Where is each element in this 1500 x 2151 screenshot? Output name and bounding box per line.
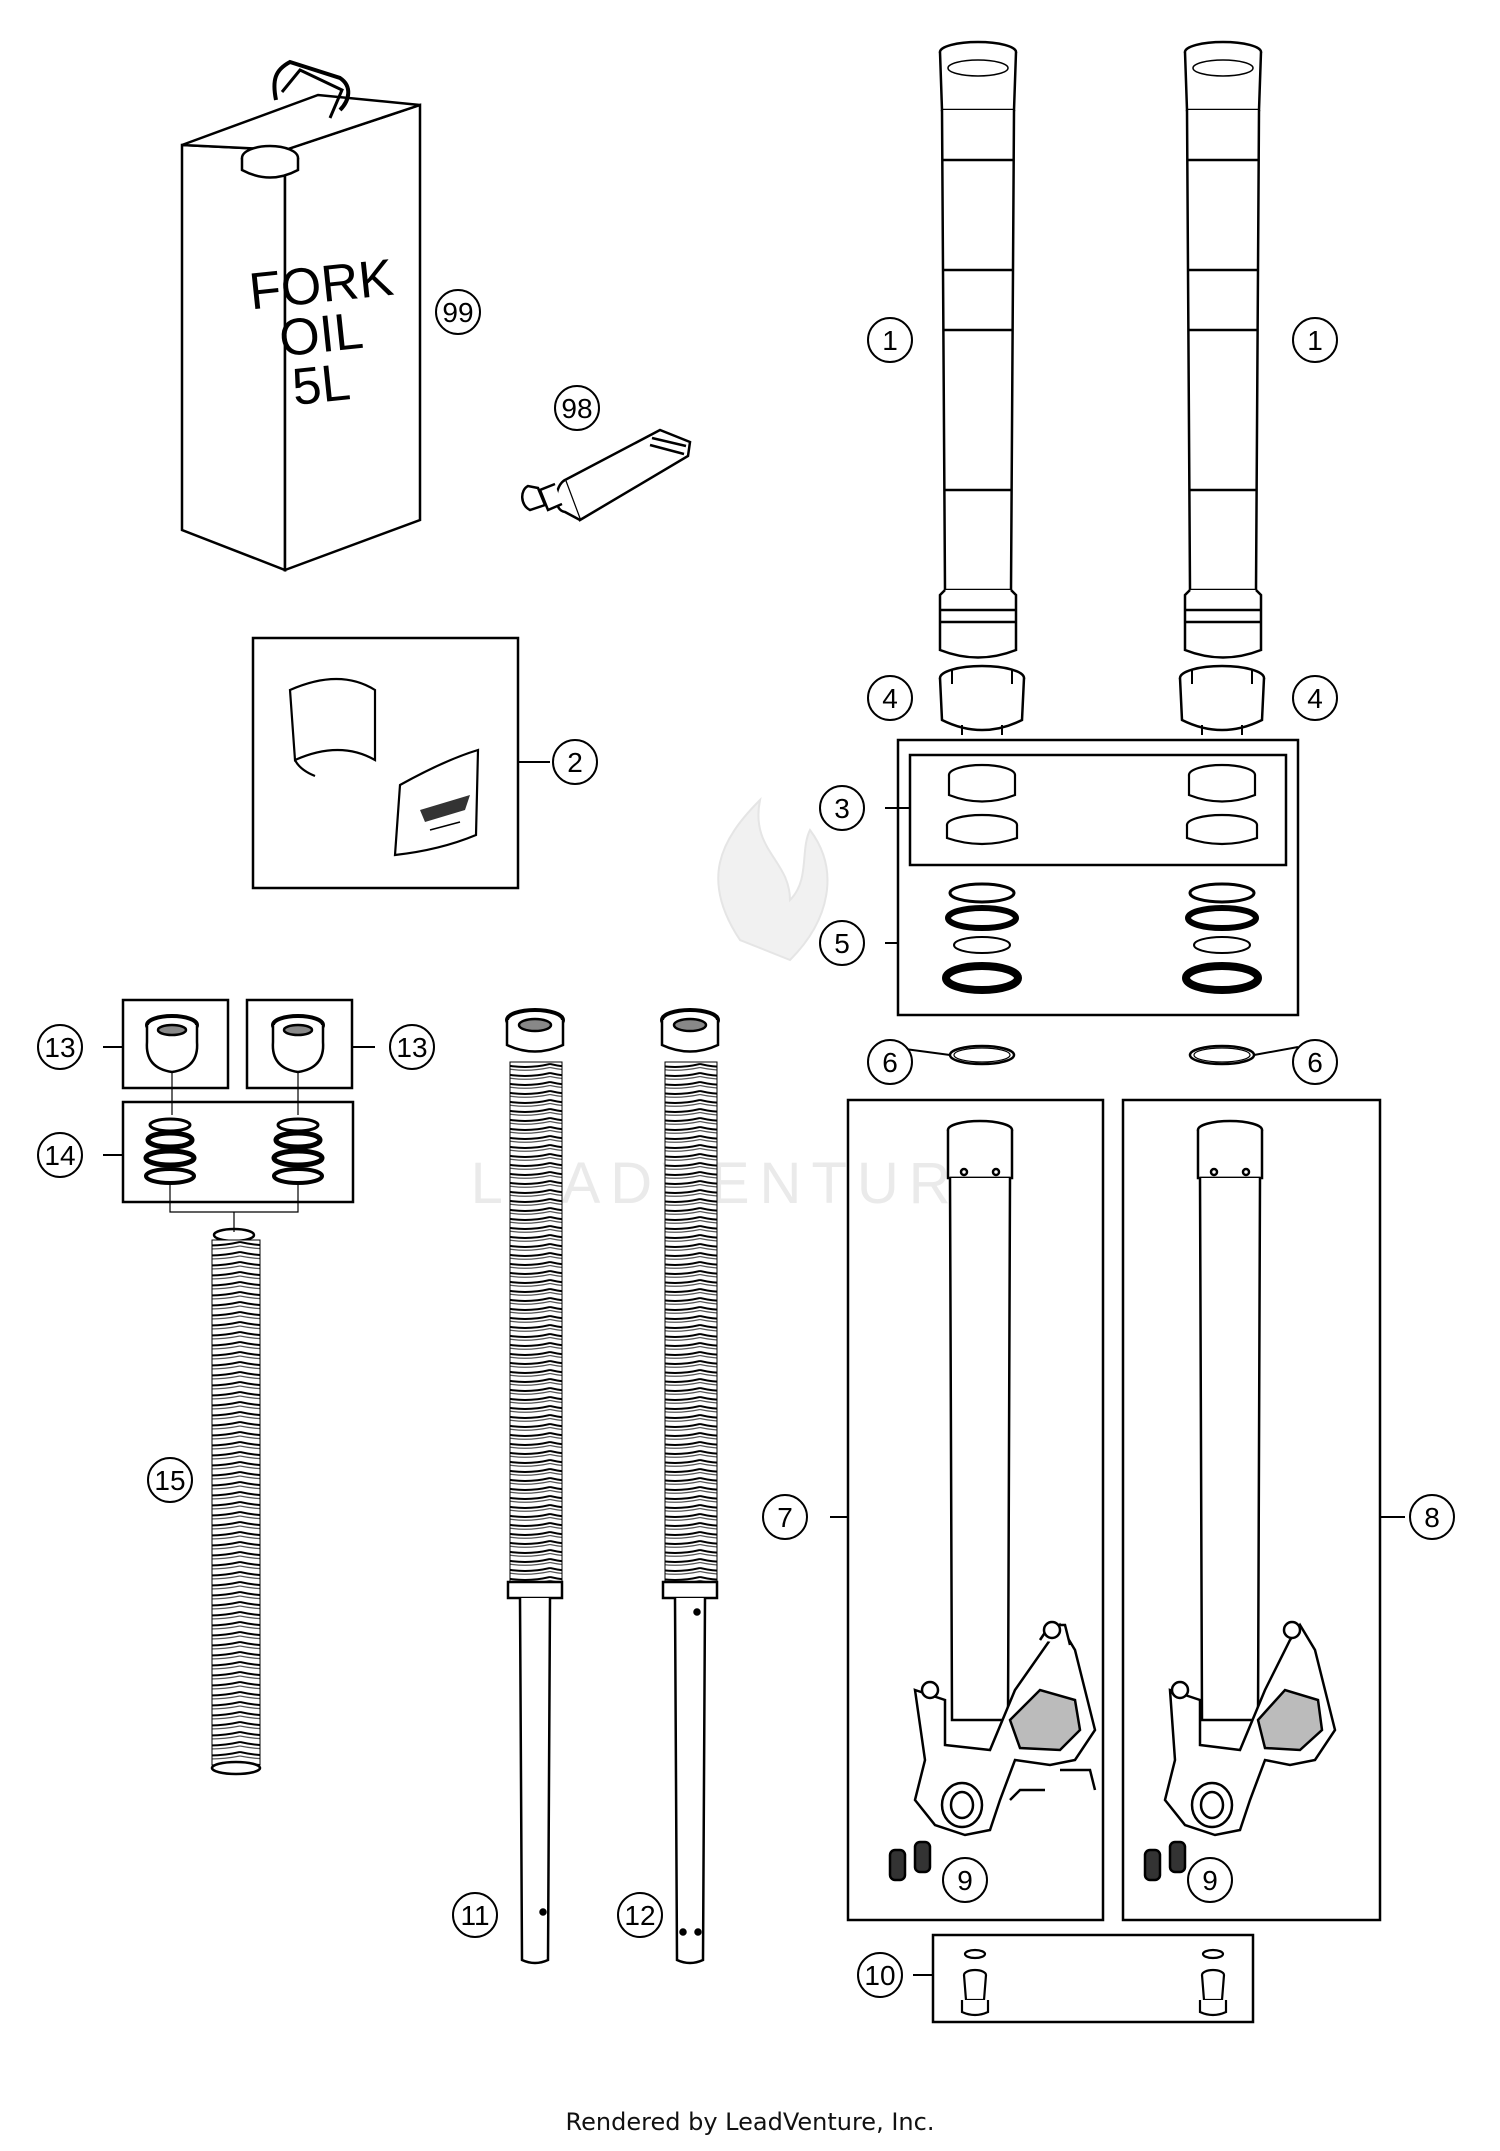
callout-10: 10 [857,1952,903,1998]
inner-tube-left [888,1119,1097,1882]
callout-5: 5 [819,920,865,966]
grease-tube [521,428,692,522]
damper-cartridge-left [505,1008,565,1965]
svg-text:1: 1 [1307,325,1323,356]
callout-11: 11 [452,1892,498,1938]
fork-caps [145,1014,325,1115]
svg-text:13: 13 [44,1032,75,1063]
outer-fork-tube-right [1183,40,1263,659]
callout-15: 15 [147,1457,193,1503]
callout-13-right: 13 [389,1024,435,1070]
box-spring-seat-kit [121,1100,355,1204]
callout-98: 98 [554,385,600,431]
oil-can-label-line-2: OIL [277,302,366,368]
svg-text:12: 12 [624,1900,655,1931]
svg-text:98: 98 [561,393,592,424]
box-fork-cap-left [121,998,230,1090]
callout-4-left: 4 [867,675,913,721]
decal-sleeve-plain [288,677,377,778]
callout-1-right: 1 [1292,317,1338,363]
damper-cartridge-right [660,1008,720,1965]
svg-text:13: 13 [396,1032,427,1063]
box-screw-kit [931,1933,1255,2024]
o-rings [948,1044,1256,1066]
inner-tube-right [1143,1119,1337,1882]
fork-oil-can: FORK OIL 5L [180,59,422,572]
callout-9-left: 9 [942,1857,988,1903]
render-credit: Rendered by LeadVenture, Inc. [565,2108,935,2136]
callout-13-left: 13 [37,1024,83,1070]
callout-4-right: 4 [1292,675,1338,721]
spring-seats [143,1117,325,1232]
callout-12: 12 [617,1892,663,1938]
svg-text:4: 4 [1307,683,1323,714]
callout-3: 3 [819,785,865,831]
seals [942,882,1262,994]
callout-6-left: 6 [867,1039,913,1085]
svg-text:8: 8 [1424,1502,1440,1533]
bushings [945,763,1259,846]
flame-logo-icon [717,796,829,962]
svg-text:15: 15 [154,1465,185,1496]
svg-text:99: 99 [442,297,473,328]
svg-text:9: 9 [957,1865,973,1896]
svg-text:4: 4 [882,683,898,714]
svg-text:11: 11 [460,1900,489,1931]
box-axle-clamp-right [1121,1098,1382,1922]
callout-9-right: 9 [1187,1857,1233,1903]
svg-text:2: 2 [567,747,583,778]
callout-7: 7 [762,1494,808,1540]
box-seal-kit [896,738,1300,1017]
decal-sleeve-printed [393,748,480,857]
oil-can-label-line-3: 5L [289,353,353,417]
svg-text:7: 7 [777,1502,793,1533]
callout-1-left: 1 [867,317,913,363]
svg-text:10: 10 [864,1960,895,1991]
svg-text:1: 1 [882,325,898,356]
svg-text:6: 6 [882,1047,898,1078]
svg-text:6: 6 [1307,1047,1323,1078]
callout-14: 14 [37,1132,83,1178]
fork-spring [210,1227,262,1776]
box-bushing-kit [908,753,1288,867]
svg-text:14: 14 [44,1140,75,1171]
box-fork-cap-right [245,998,354,1090]
callout-2: 2 [552,739,598,785]
callout-99: 99 [435,289,481,335]
callout-6-right: 6 [1292,1039,1338,1085]
svg-text:3: 3 [834,793,850,824]
fork-clamp-left [938,664,1026,735]
outer-fork-tube-left [938,40,1018,659]
svg-text:5: 5 [834,928,850,959]
fork-clamp-right [1178,664,1266,735]
screws [960,1948,1228,2017]
box-axle-clamp-left [846,1098,1105,1922]
svg-text:9: 9 [1202,1865,1218,1896]
callout-8: 8 [1409,1494,1455,1540]
